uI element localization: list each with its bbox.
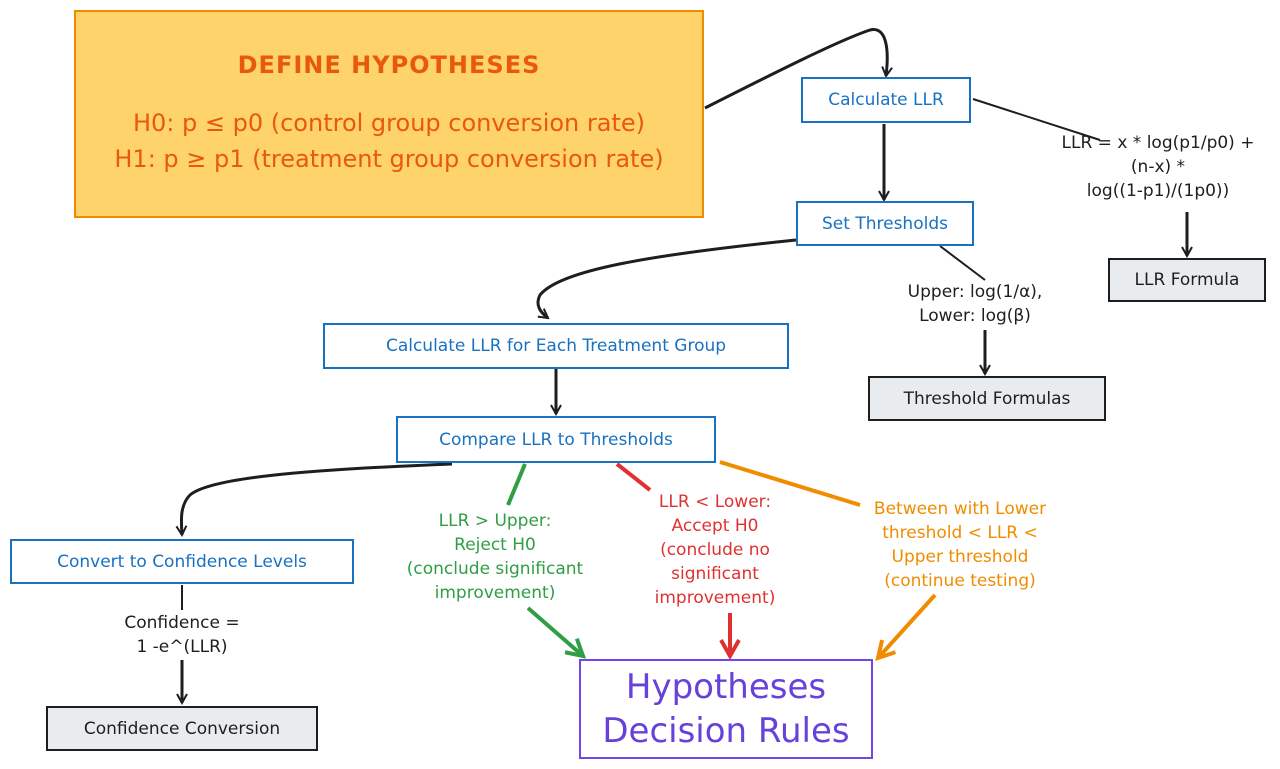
threshold-line: Upper: log(1/α), bbox=[907, 282, 1043, 302]
calculate-llr-each-group-box: Calculate LLR for Each Treatment Group bbox=[323, 323, 789, 369]
threshold-label: Upper: log(1/α), Lower: log(β) bbox=[885, 280, 1065, 328]
arrow-reject bbox=[506, 463, 527, 506]
accept-line: LLR < Lower: bbox=[658, 492, 772, 512]
between-line: Upper threshold bbox=[891, 547, 1029, 567]
compare-llr-box: Compare LLR to Thresholds bbox=[396, 416, 716, 463]
line-calc-to-formula bbox=[972, 98, 1101, 141]
decision-title-line1: Hypotheses bbox=[625, 667, 827, 707]
arrow-compare-to-convert bbox=[181, 462, 453, 535]
reject-label: LLR > Upper: Reject H0 (conclude signifi… bbox=[390, 509, 600, 605]
accept-line: improvement) bbox=[654, 588, 776, 608]
confidence-label: Confidence = 1 -e^(LLR) bbox=[92, 611, 272, 659]
set-thresholds-box: Set Thresholds bbox=[796, 201, 974, 246]
reject-line: improvement) bbox=[434, 583, 556, 603]
accept-line: significant bbox=[671, 564, 759, 584]
threshold-line: Lower: log(β) bbox=[919, 306, 1031, 326]
llr-formula-line: (n-x) * bbox=[1130, 157, 1186, 177]
between-line: threshold < LLR < bbox=[882, 523, 1038, 543]
convert-confidence-box: Convert to Confidence Levels bbox=[10, 539, 354, 584]
decision-rules-box: Hypotheses Decision Rules bbox=[579, 659, 873, 759]
confidence-line: Confidence = bbox=[124, 613, 240, 633]
arrow-set-to-each bbox=[536, 238, 797, 318]
define-hypotheses-box: DEFINE HYPOTHESES H0: p ≤ p0 (control gr… bbox=[74, 10, 704, 218]
llr-formula-box: LLR Formula bbox=[1108, 258, 1266, 302]
arrow-hyp-to-calc bbox=[704, 28, 887, 110]
line-set-to-thresholds bbox=[939, 245, 986, 281]
calculate-llr-box: Calculate LLR bbox=[801, 77, 971, 123]
between-label: Between with Lower threshold < LLR < Upp… bbox=[860, 497, 1060, 593]
confidence-line: 1 -e^(LLR) bbox=[136, 637, 228, 657]
accept-line: (conclude no bbox=[660, 540, 770, 560]
reject-line: Reject H0 bbox=[454, 535, 536, 555]
threshold-formulas-box: Threshold Formulas bbox=[868, 376, 1106, 421]
reject-line: (conclude significant bbox=[406, 559, 584, 579]
arrow-between bbox=[719, 460, 861, 507]
hypothesis-h1: H1: p ≥ p1 (treatment group conversion r… bbox=[114, 145, 664, 173]
decision-title-line2: Decision Rules bbox=[602, 711, 850, 751]
arrow-accept bbox=[615, 462, 652, 492]
between-line: Between with Lower bbox=[873, 499, 1047, 519]
between-line: (continue testing) bbox=[884, 571, 1036, 591]
reject-line: LLR > Upper: bbox=[438, 511, 552, 531]
hypothesis-h0: H0: p ≤ p0 (control group conversion rat… bbox=[132, 109, 645, 137]
hypotheses-title: DEFINE HYPOTHESES bbox=[237, 51, 541, 79]
confidence-conversion-box: Confidence Conversion bbox=[46, 706, 318, 751]
llr-formula-line: LLR = x * log(p1/p0) + bbox=[1061, 133, 1255, 153]
llr-formula-line: log((1-p1)/(1p0)) bbox=[1086, 181, 1230, 201]
accept-line: Accept H0 bbox=[671, 516, 759, 536]
llr-formula-label: LLR = x * log(p1/p0) + (n-x) * log((1-p1… bbox=[1040, 131, 1276, 203]
accept-label: LLR < Lower: Accept H0 (conclude no sign… bbox=[635, 490, 795, 610]
